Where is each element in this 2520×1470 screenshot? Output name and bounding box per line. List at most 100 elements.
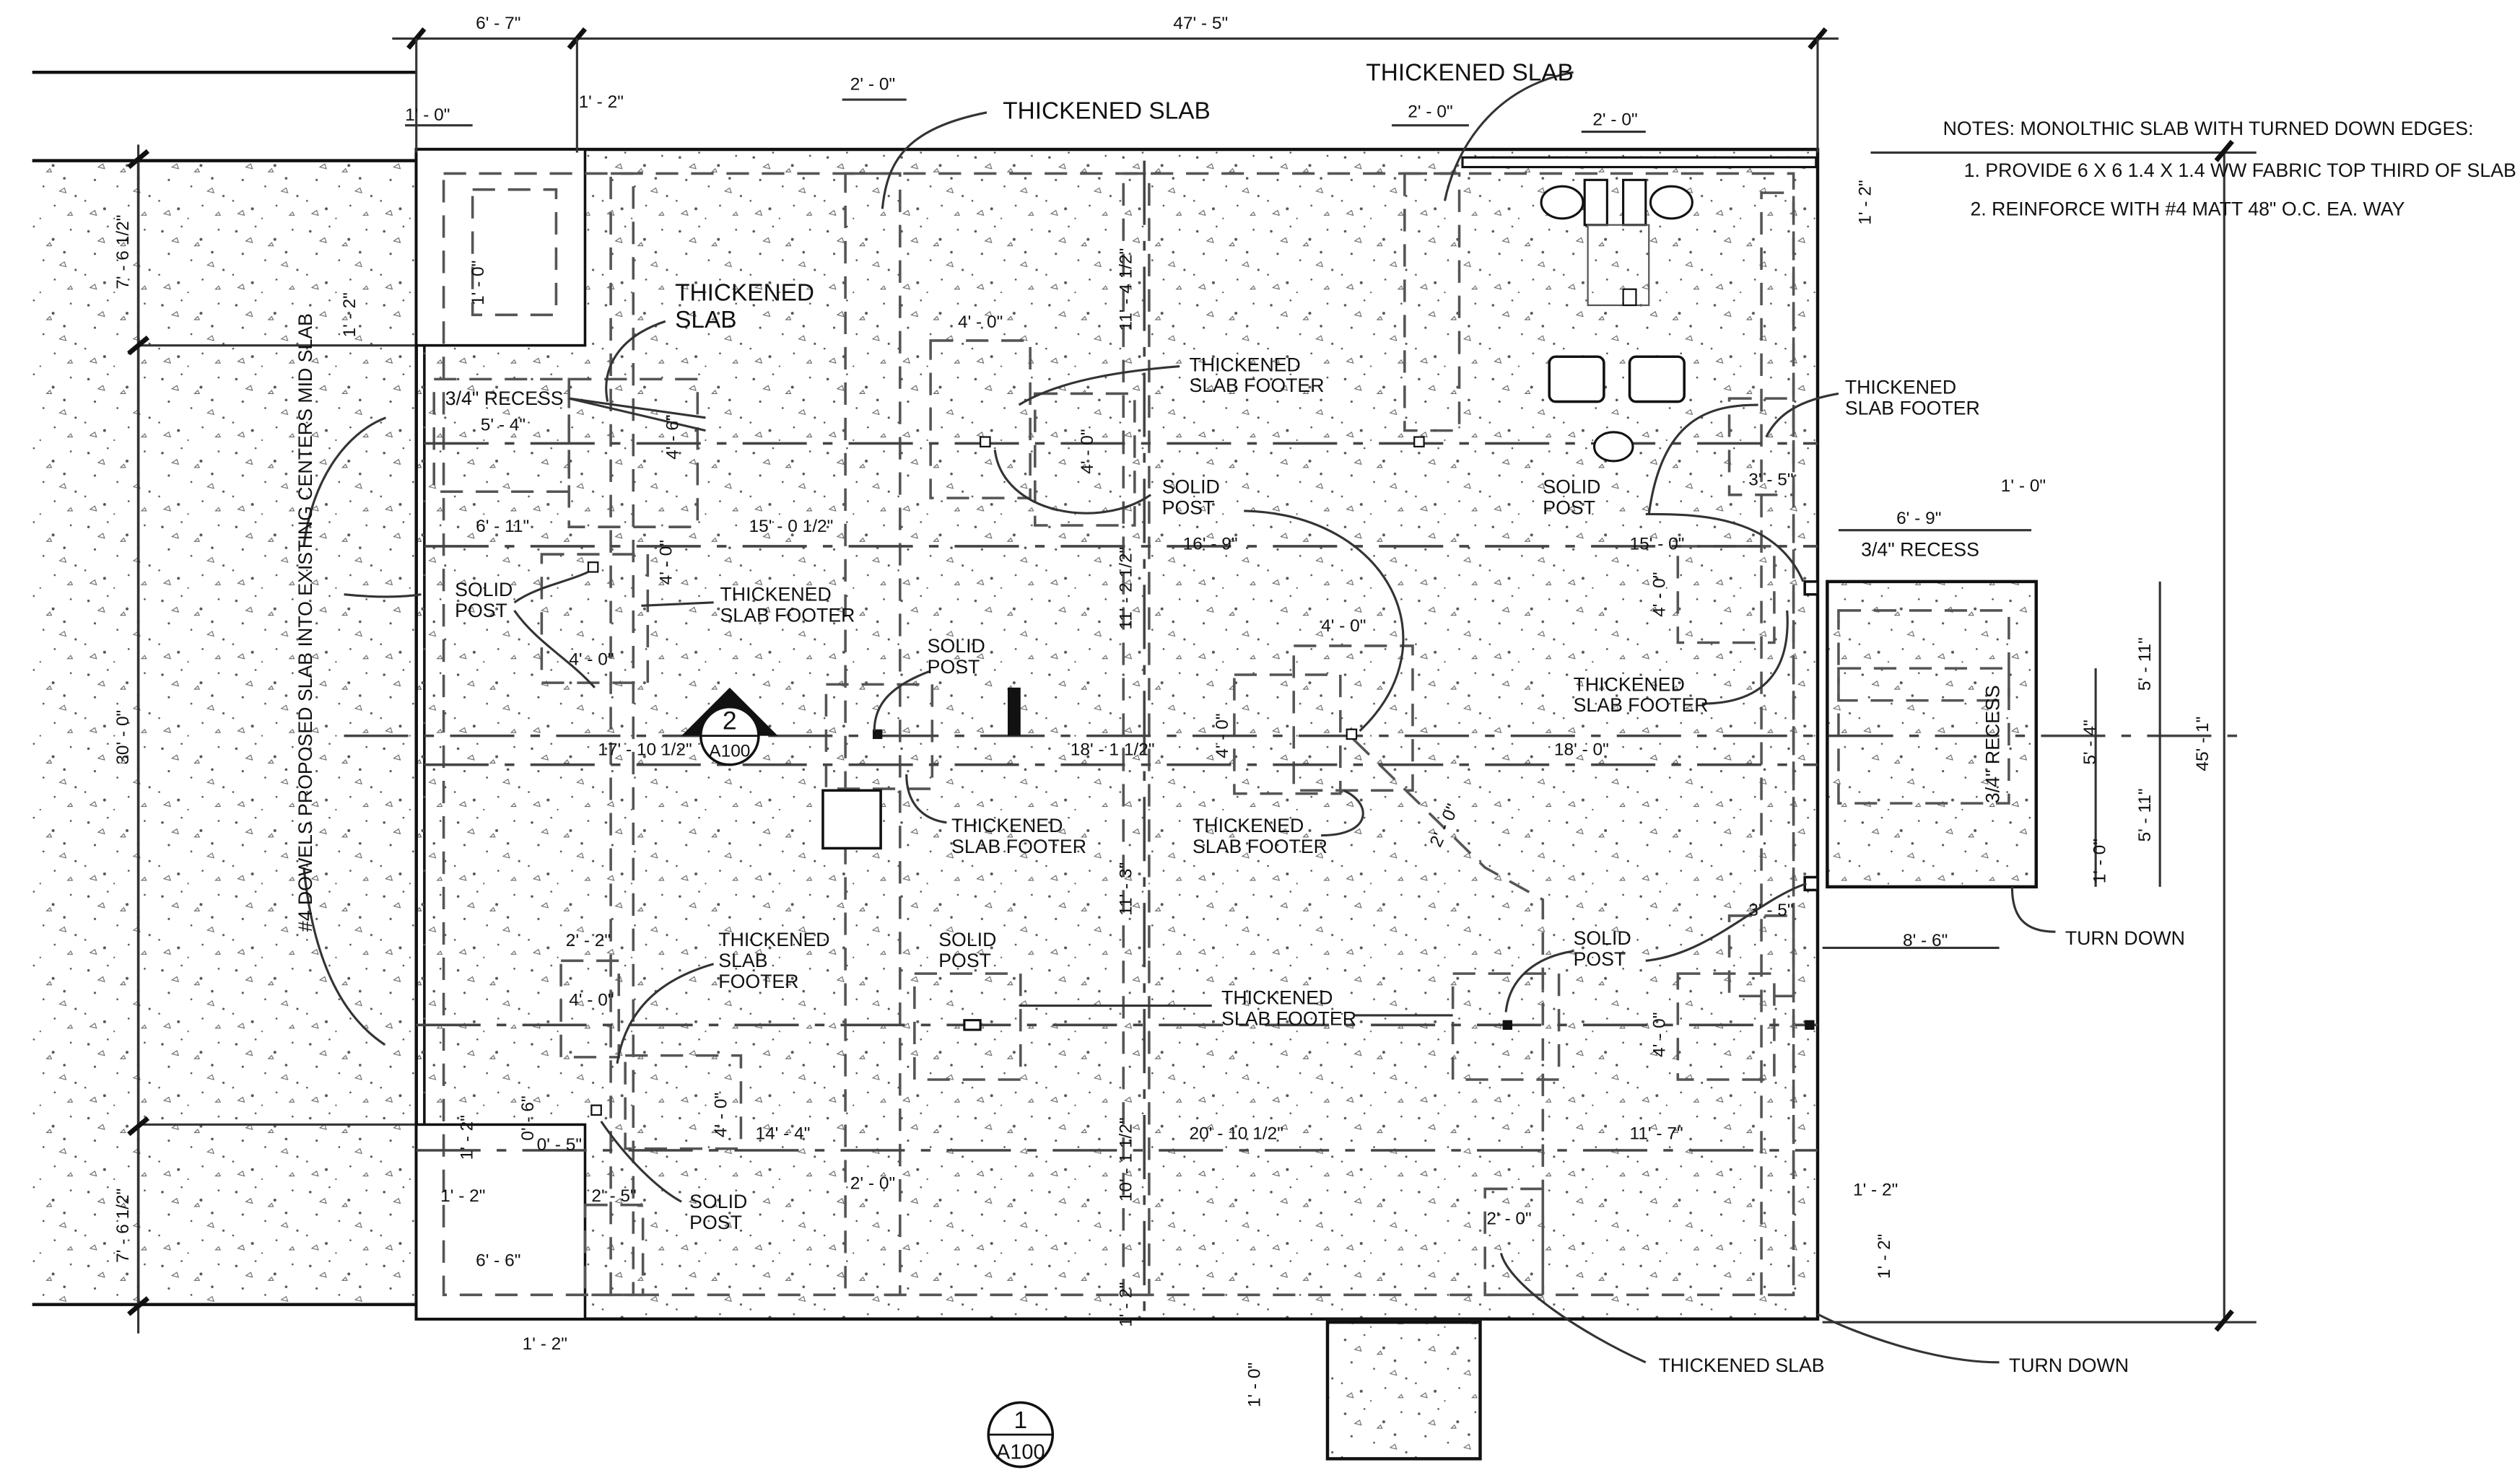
sink-icon [1548,355,1605,403]
section-marker-sheet: A100 [996,1440,1045,1464]
dimension-text: 7' - 6 1/2" [113,215,133,289]
dimension-text: 10' - 1 1/2" [1116,1117,1135,1202]
dimension-text: 45' - 1" [2193,717,2212,771]
dimension-text: 5' - 11" [2135,788,2155,841]
dimension-text: 4' - 0" [1078,429,1097,473]
dimension-text: 2' - 2" [566,931,611,950]
footer-label: THICKENED [1193,815,1304,836]
footer-label: SLAB FOOTER [951,836,1086,857]
section-marker-sheet: A100 [709,742,750,761]
dimension-text: 5' - 4" [481,416,526,435]
solid-post-label: POST [1543,496,1595,518]
solid-post-label: POST [689,1212,742,1233]
turn-down-label: TURN DOWN [2009,1355,2129,1376]
general-notes: NOTES: MONOLTHIC SLAB WITH TURNED DOWN E… [1943,118,2516,219]
footer-label: SLAB FOOTER [1845,397,1980,419]
solid-post-label: SOLID [1574,927,1631,949]
dimension-text: 5' - 4" [2080,719,2100,764]
solid-post-label: POST [455,600,507,621]
dimension-lines [127,27,2257,1334]
thickened-slab-label: THICKENED SLAB [1366,59,1573,86]
footer-label: THICKENED [720,584,831,605]
dimension-text: 1' - 0" [2001,476,2046,496]
dimension-text: 1' - 0" [1245,1362,1265,1407]
dimension-text: 1' - 0" [405,105,450,125]
existing-slab [32,70,426,1306]
dimension-text: 2' - 0" [1486,1209,1531,1228]
dimension-text: 4' - 0" [1650,572,1670,617]
footer-label: THICKENED [1574,673,1685,695]
dimension-text: 3' - 5" [1748,901,1793,920]
plumbing-fixtures [821,156,1818,850]
footer-label: THICKENED [951,815,1063,836]
thickened-slab-label: THICKENED [675,279,814,306]
recess-label: 3/4" RECESS [445,388,564,409]
dimension-text: 2' - 5" [591,1186,636,1206]
dimension-text: 4' - 0" [1321,616,1366,636]
dimension-text: 17' - 10 1/2" [598,740,692,759]
dimension-labels: 6' - 7" 47' - 5" 2' - 0" 2' - 0" 2' - 0"… [113,14,2212,1407]
dimension-text: 1' - 2" [523,1334,567,1354]
dimension-text: 6' - 11" [476,517,529,536]
dimension-text: 6' - 6" [476,1251,520,1270]
dimension-text: 30' - 0" [113,710,133,765]
dimension-text: 4' - 0" [657,540,676,585]
footer-label: THICKENED [1190,354,1301,375]
dimension-text: 7' - 6 1/2" [113,1189,133,1263]
section-marker-number: 1 [1014,1407,1028,1434]
turn-down-label: TURN DOWN [2065,927,2185,949]
dimension-text: 18' - 1 1/2" [1071,740,1155,759]
dimension-text: 2' - 0" [1408,102,1452,122]
dimension-text: 1' - 2" [579,92,624,112]
note-item-1: 1. PROVIDE 6 X 6 1.4 X 1.4 WW FABRIC TOP… [1964,159,2516,181]
solid-post-label: POST [1574,948,1626,970]
footer-label: THICKENED [1221,986,1333,1008]
post-markers [587,436,1819,1116]
recess-label: 3/4" RECESS [1861,538,1979,560]
dimension-text: 11' - 7" [1630,1124,1683,1143]
dimension-text: 15' - 0 1/2" [749,517,834,536]
leader-arrows [302,71,2056,1364]
toilet-icon [1540,185,1584,220]
footer-label: SLAB FOOTER [1190,375,1325,396]
solid-post-label: SOLID [1162,476,1220,497]
dimension-text: 16' - 9" [1183,534,1238,554]
footer-label: SLAB FOOTER [1221,1007,1356,1029]
toilet-icon [1592,431,1634,463]
section-marker-2: 2 A100 [681,687,778,766]
thickened-footer-outlines [432,172,2010,1297]
dimension-text: 1' - 2" [1853,1180,1898,1199]
note-item-2: 2. REINFORCE WITH #4 MATT 48" O.C. EA. W… [1970,198,2405,219]
footer-label: THICKENED [1845,376,1956,398]
dimension-text: 47' - 5" [1173,14,1228,33]
callout-labels: THICKENED SLAB THICKENED SLAB THICKENED … [295,59,2185,1376]
dimension-text: 5' - 11" [2135,637,2155,691]
dimension-text: 1' - 2" [1855,180,1875,224]
floor-drain-icon [821,789,882,850]
dimension-text: 18' - 0" [1554,740,1609,759]
dimension-text: 0' - 5" [537,1135,582,1155]
dimension-text: 1' - 2" [1116,1282,1135,1327]
dimension-text: 4' - 0" [958,312,1003,332]
dimension-text: 1' - 2" [1875,1234,1894,1279]
dimension-text: 1' - 2" [440,1186,485,1206]
dimension-text: 8' - 6" [1903,931,1948,950]
recess-label: 3/4" RECESS [1982,685,2004,803]
dimension-text: 4' - 0" [569,991,614,1010]
footer-label: SLAB [718,950,767,971]
dimension-text: 4' - 0" [1650,1012,1670,1057]
dimension-text: 4' - 6" [663,414,683,459]
dimension-text: 4' - 0" [711,1093,731,1137]
dimension-text: 11' - 4 1/2" [1116,248,1135,331]
notes-title: NOTES: MONOLTHIC SLAB WITH TURNED DOWN E… [1943,118,2474,139]
thickened-slab-label: THICKENED SLAB [1003,98,1210,125]
dimension-text: 2' - 0" [850,1173,895,1193]
dimension-text: 11' - 2 1/2" [1116,547,1135,630]
thickened-slab-label: THICKENED SLAB [1659,1355,1825,1376]
dimension-text: 11' - 3" [1116,862,1135,916]
toilet-icon [1649,185,1693,220]
solid-post-label: POST [928,656,980,678]
dimension-text: 20' - 10 1/2" [1190,1124,1283,1143]
dimension-text: 1' - 0" [468,261,488,305]
